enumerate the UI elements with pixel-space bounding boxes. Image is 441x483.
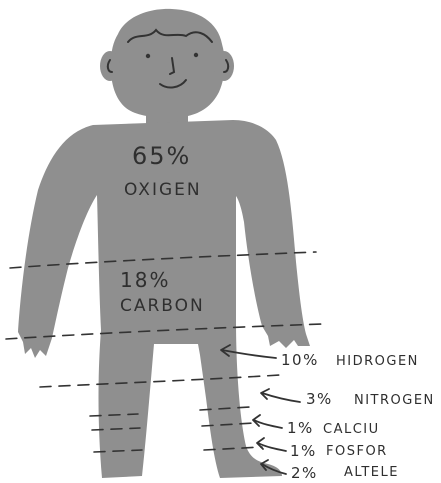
left-eye xyxy=(146,54,150,58)
callout-nitrogen-percent: 3% xyxy=(306,390,333,408)
callout-nitrogen-element: NITROGEN xyxy=(354,393,435,408)
callout-fosfor-percent: 1% xyxy=(290,442,317,460)
callout-hidrogen-percent: 10% xyxy=(281,351,319,369)
body-silhouette xyxy=(18,9,310,478)
callout-hidrogen: 10% HIDROGEN xyxy=(281,351,419,369)
left-ear xyxy=(100,51,120,81)
zone-oxigen-percent: 65% xyxy=(132,142,191,170)
head xyxy=(111,9,225,118)
right-eye xyxy=(194,53,198,57)
zone-carbon-element: CARBON xyxy=(120,296,205,316)
arrow-calciu xyxy=(253,415,282,428)
callout-fosfor: 1% FOSFOR xyxy=(290,442,388,460)
zone-oxigen-element: OXIGEN xyxy=(124,180,202,200)
callout-calciu: 1% CALCIU xyxy=(287,419,380,437)
arrow-fosfor xyxy=(257,438,286,451)
callout-altele: 2% ALTELE xyxy=(291,464,399,482)
callout-nitrogen: 3% NITROGEN xyxy=(306,390,435,408)
callout-altele-percent: 2% xyxy=(291,464,318,482)
arrow-nitrogen xyxy=(261,389,300,402)
callout-fosfor-element: FOSFOR xyxy=(326,444,388,459)
callout-altele-element: ALTELE xyxy=(344,465,399,480)
callout-calciu-percent: 1% xyxy=(287,419,314,437)
divider-hidrogen-nitrogen xyxy=(40,375,280,387)
zone-carbon-percent: 18% xyxy=(120,268,170,292)
callout-hidrogen-element: HIDROGEN xyxy=(336,354,419,369)
callout-calciu-element: CALCIU xyxy=(323,422,380,437)
right-ear xyxy=(214,51,234,81)
